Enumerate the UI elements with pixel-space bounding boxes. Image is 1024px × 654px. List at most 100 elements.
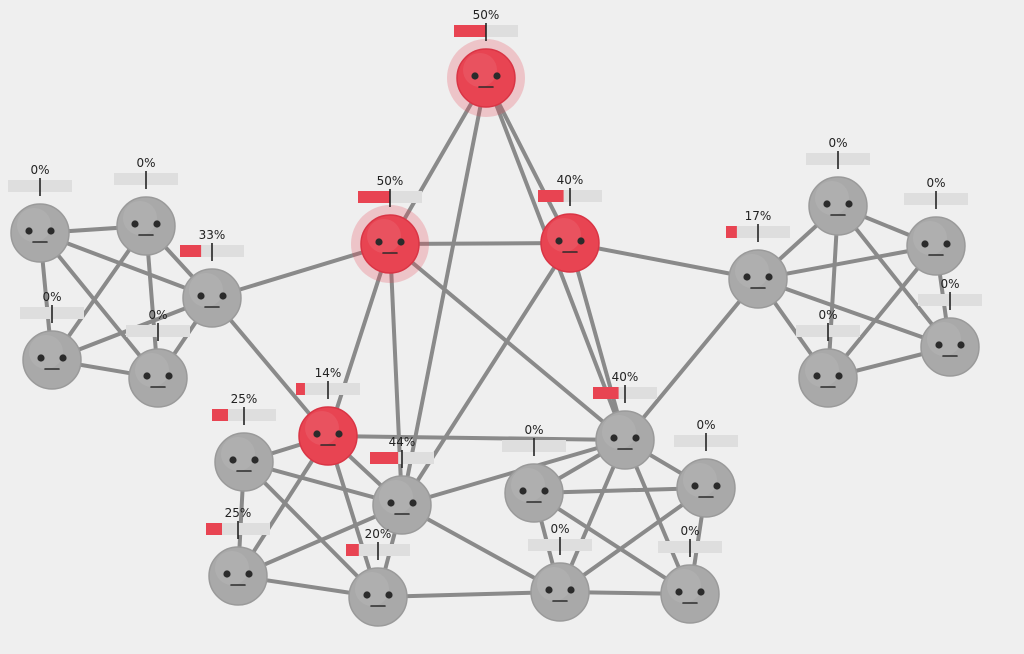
face-highlight [602,415,636,449]
face-highlight [735,254,769,288]
infection-percent-label: 17% [745,209,772,223]
healthy-person-face [10,203,70,263]
node-layer: 50% 50% 40% 14% 0% 0% 33% 0% 0% 0% 0% 17% 0% 0% 40% 25%… [8,8,982,627]
infection-bar-fill [454,25,486,37]
face-highlight [135,353,169,387]
person-node[interactable]: 40% [593,370,657,470]
infection-percent-label: 40% [612,370,639,384]
edge-n1-n16 [388,242,404,507]
healthy-person-face [920,317,980,377]
edge-n20-n21 [558,486,708,594]
right-eye [165,372,173,380]
infection-percent-label: 0% [136,156,155,170]
person-node[interactable]: 0% [904,176,968,276]
infection-bar-fill [370,452,399,464]
left-eye [197,292,205,300]
edge-n4-n8 [38,231,160,380]
face-highlight [913,221,947,255]
infection-percent-label: 0% [818,308,837,322]
right-eye [845,200,853,208]
person-node[interactable]: 0% [502,423,566,523]
person-node[interactable]: 0% [674,418,738,518]
infected-person-face [298,406,358,466]
left-eye [813,372,821,380]
right-eye [245,570,253,578]
person-node[interactable]: 0% [528,522,592,622]
edge-n1-n6 [210,242,392,300]
left-eye [37,354,45,362]
infection-percent-label: 0% [524,423,543,437]
person-node[interactable]: 0% [114,156,178,256]
person-node[interactable]: 0% [796,308,860,408]
person-node[interactable]: 0% [126,308,190,408]
healthy-person-face [530,562,590,622]
infection-percent-label: 0% [696,418,715,432]
edge-n2-n11 [568,241,760,281]
face-highlight [537,567,571,601]
person-node[interactable]: 20% [346,527,410,627]
person-node[interactable]: 0% [8,163,72,263]
person-node[interactable]: 0% [20,290,84,390]
healthy-person-face [660,564,720,624]
infection-percent-label: 0% [550,522,569,536]
infection-bar-fill [538,190,564,202]
person-node[interactable]: 33% [180,228,244,328]
infection-bar-fill [206,523,222,535]
edge-n15-n18 [242,460,380,599]
infection-percent-label: 20% [365,527,392,541]
right-eye [632,434,640,442]
infection-percent-label: 0% [42,290,61,304]
person-node[interactable]: 0% [918,277,982,377]
infection-percent-label: 40% [557,173,584,187]
person-node[interactable]: 14% [296,366,360,466]
infection-percent-label: 50% [473,8,500,22]
infection-percent-label: 14% [315,366,342,380]
face-highlight [805,353,839,387]
infection-percent-label: 0% [148,308,167,322]
left-eye [387,499,395,507]
person-node[interactable]: 40% [538,173,602,273]
infection-percent-label: 0% [926,176,945,190]
face-highlight [29,335,63,369]
infection-bar-fill [346,544,359,556]
person-node[interactable]: 17% [726,209,790,309]
left-eye [375,238,383,246]
infected-person-face [540,213,600,273]
person-node[interactable]: 0% [658,524,722,624]
right-eye [713,482,721,490]
person-node[interactable]: 25% [212,392,276,492]
infected-person-face [456,48,516,108]
person-node[interactable]: 44% [370,435,434,535]
edge-n16-n21 [400,503,562,594]
left-eye [223,570,231,578]
infection-percent-label: 25% [231,392,258,406]
right-eye [577,237,585,245]
face-highlight [463,53,497,87]
healthy-person-face [128,348,188,408]
healthy-person-face [182,268,242,328]
infection-percent-label: 50% [377,174,404,188]
healthy-person-face [208,546,268,606]
left-eye [131,220,139,228]
infection-bar-fill [726,226,737,238]
person-node[interactable]: 0% [806,136,870,236]
person-node[interactable]: 50% [447,8,525,117]
edge-n11-n12 [756,277,952,349]
right-eye [541,487,549,495]
person-node[interactable]: 25% [206,506,270,606]
healthy-person-face [906,216,966,276]
person-node[interactable]: 50% [351,174,429,283]
face-highlight [189,273,223,307]
face-highlight [815,181,849,215]
face-highlight [511,468,545,502]
right-eye [409,499,417,507]
healthy-person-face [214,432,274,492]
face-highlight [355,572,389,606]
edge-n3-n6 [210,296,330,438]
infection-bar-fill [358,191,390,203]
infection-percent-label: 44% [389,435,416,449]
left-eye [555,237,563,245]
healthy-person-face [595,410,655,470]
edge-n2-n14 [568,241,627,442]
